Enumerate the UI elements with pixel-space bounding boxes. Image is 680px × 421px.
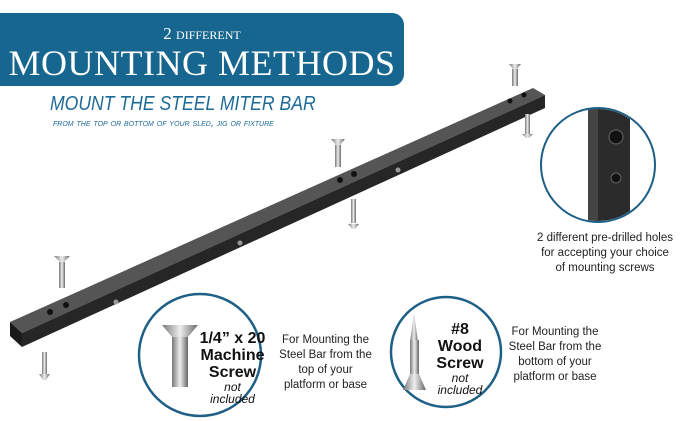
screw-icon xyxy=(54,256,70,288)
wood-screw-type2: Screw xyxy=(436,355,484,372)
machine-screw-circle xyxy=(137,292,263,418)
banner-small-text: 2 different xyxy=(163,24,241,43)
screw-icon xyxy=(522,114,533,138)
title-banner: 2 different MOUNTING METHODS xyxy=(0,13,404,86)
wood-screw-note2: included xyxy=(437,383,483,397)
screw-icon xyxy=(509,64,521,86)
subtitle-caption: from the top or bottom of your sled, jig… xyxy=(53,117,274,129)
bar-end-detail xyxy=(540,107,656,223)
machine-screw-size: 1/4” x 20 xyxy=(199,330,266,347)
pre-drilled-holes-note: 2 different pre-drilled holes for accept… xyxy=(537,232,673,274)
machine-screw-note2: included xyxy=(210,392,255,406)
screw-icon xyxy=(348,199,359,229)
screw-icon xyxy=(39,352,50,380)
machine-screw-note: not xyxy=(224,380,241,394)
machine-screw-type: Machine xyxy=(200,347,265,364)
machine-screw-label: 1/4” x 20 Machine Screw not included xyxy=(190,330,275,405)
wood-screw-note: not xyxy=(451,371,469,385)
wood-screw-size: #8 xyxy=(451,321,469,338)
wood-screw-icon xyxy=(403,312,426,390)
wood-screw-type: Wood xyxy=(437,338,483,355)
machine-screw-icon xyxy=(162,325,198,387)
screw-icon xyxy=(331,139,345,167)
subtitle-heading: MOUNT THE STEEL MITER BAR xyxy=(50,93,316,115)
machine-screw-type2: Screw xyxy=(208,364,257,381)
wood-screw-description: For Mounting the Steel Bar from the bott… xyxy=(508,326,602,383)
steel-miter-bar xyxy=(10,88,545,347)
wood-screw-label: #8 Wood Screw not included xyxy=(425,321,495,396)
banner-title: MOUNTING METHODS xyxy=(8,43,396,83)
machine-screw-description: For Mounting the Steel Bar from the top … xyxy=(279,334,372,391)
